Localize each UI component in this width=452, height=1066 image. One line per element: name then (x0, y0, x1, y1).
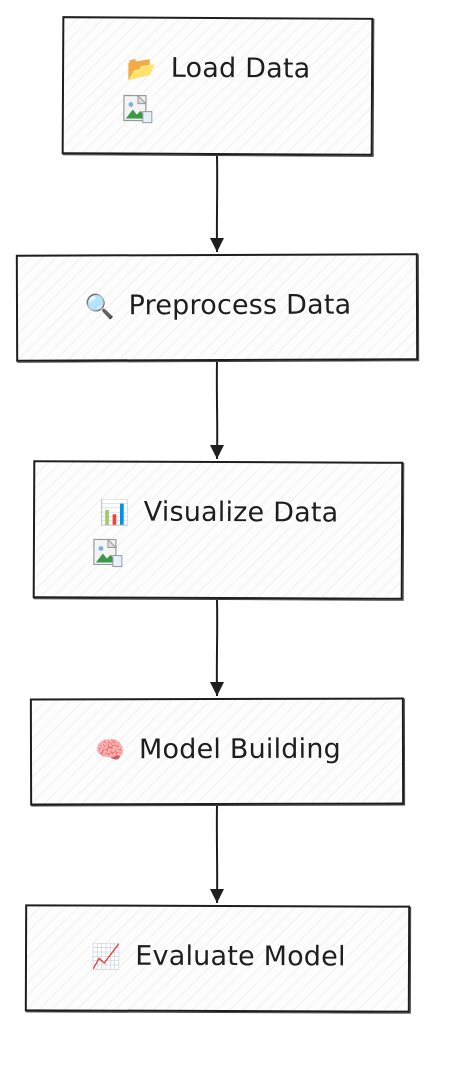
node-label: Model Building (138, 733, 342, 766)
broken-image-icon (93, 538, 123, 568)
broken-image-icon (123, 94, 153, 124)
node-label: Preprocess Data (128, 289, 352, 322)
node-label: Evaluate Model (135, 940, 346, 973)
arrowhead-preprocess-to-visualize (210, 445, 224, 459)
node-preprocess-data[interactable]: 🔍 Preprocess Data (15, 253, 419, 362)
arrowhead-visualize-to-model (210, 682, 224, 696)
node-load-data[interactable]: 📂 Load Data (61, 16, 374, 156)
node-label: Load Data (170, 52, 311, 85)
node-label: Visualize Data (143, 496, 339, 529)
magnifying-glass-icon: 🔍 (84, 291, 115, 320)
arrowhead-model-to-evaluate (210, 889, 224, 903)
brain-icon: 🧠 (94, 735, 126, 764)
bar-chart-icon: 📊 (99, 497, 130, 527)
chart-increasing-icon: 📈 (91, 942, 122, 971)
node-evaluate-model[interactable]: 📈 Evaluate Model (24, 904, 411, 1013)
node-visualize-data[interactable]: 📊 Visualize Data (32, 460, 404, 600)
arrowhead-load-to-preprocess (210, 238, 224, 252)
open-folder-icon: 📂 (126, 54, 157, 83)
node-model-building[interactable]: 🧠 Model Building (29, 697, 405, 806)
